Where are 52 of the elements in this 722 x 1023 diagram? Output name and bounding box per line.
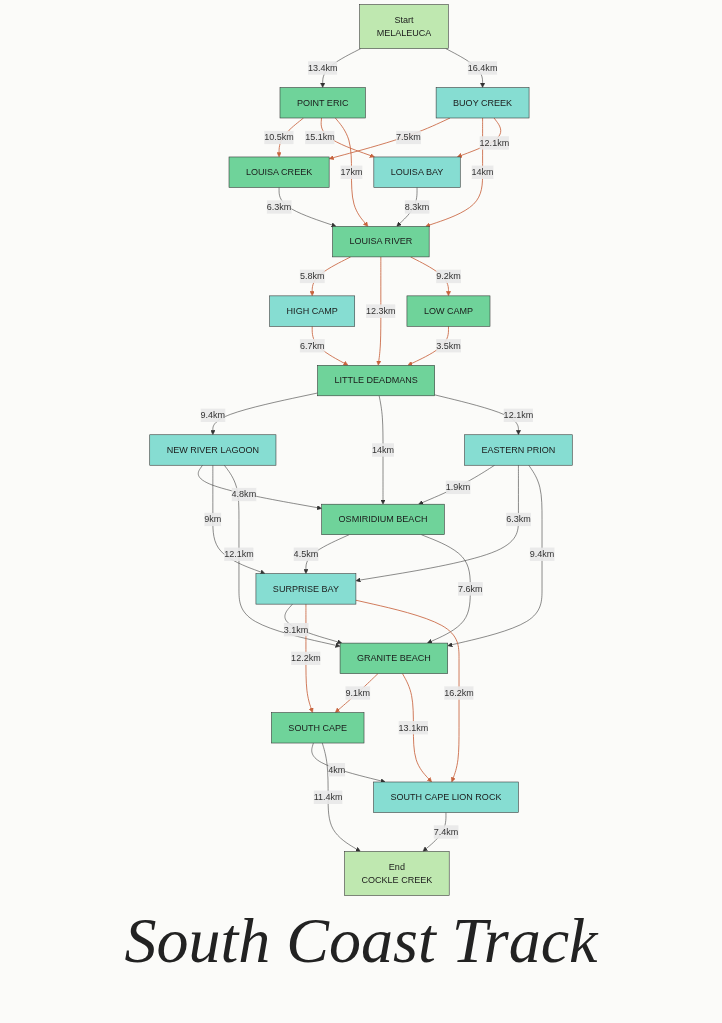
node-box: LITTLE DEADMANS: [317, 365, 435, 397]
edge-label: 11.4km: [313, 792, 343, 802]
edge-label: 1.9km: [445, 482, 471, 492]
edge-label: 6.3km: [506, 514, 531, 524]
edge-label: 7.6km: [458, 583, 483, 594]
edge-label: 6.7km: [299, 340, 325, 351]
node-box: POINT ERIC: [279, 87, 366, 119]
node-box: NEW RIVER LAGOON: [149, 434, 277, 466]
edge-label: 14km: [371, 444, 395, 455]
edge-label: 4km: [328, 764, 346, 775]
edge-label: 8.3km: [404, 201, 430, 212]
edge-label: 4.5km: [293, 549, 319, 559]
edge-label: 3.5km: [436, 340, 461, 351]
edge-label: 17km: [340, 167, 363, 177]
edge-label: 15.1km: [305, 132, 335, 142]
node-box: LOW CAMP: [406, 295, 491, 327]
node-box: SOUTH CAPE LION ROCK: [373, 781, 519, 813]
edge-label: 7.5km: [396, 132, 421, 142]
edge-label: 16.4km: [467, 62, 498, 73]
edge-label: 4.8km: [231, 489, 257, 500]
edge-label: 5.8km: [299, 271, 325, 281]
node-box: SURPRISE BAY: [255, 573, 357, 605]
node-box: HIGH CAMP: [269, 295, 355, 327]
edge-label: 3.1km: [283, 624, 309, 635]
node-box: End COCKLE CREEK: [344, 851, 450, 896]
node-box: BUOY CREEK: [435, 87, 530, 119]
edge-label: 6.3km: [266, 201, 292, 212]
edge-label: 9.1km: [345, 687, 370, 698]
edge-label: 9km: [204, 514, 222, 524]
edge-label: 14km: [471, 167, 494, 177]
edge-label: 12.1km: [224, 549, 254, 559]
edge-label: 13.1km: [398, 722, 429, 733]
edge-label: 12.1km: [479, 137, 510, 148]
node-box: OSMIRIDIUM BEACH: [321, 503, 445, 535]
edge-label: 7.4km: [433, 826, 459, 837]
title: South Coast Track: [124, 904, 598, 978]
node-box: SOUTH CAPE: [271, 712, 365, 744]
edge-label: 12.2km: [291, 653, 321, 663]
edge-label: 12.3km: [366, 306, 396, 316]
node-box: GRANITE BEACH: [339, 642, 448, 674]
edge-label: 9.4km: [529, 549, 555, 559]
edge-label: 9.4km: [200, 410, 226, 420]
edge-label: 16.2km: [444, 687, 474, 698]
node-box: LOUISA BAY: [373, 156, 461, 188]
edge-label: 12.1km: [503, 410, 534, 420]
edge-label: 13.4km: [307, 62, 338, 73]
edge-label: 10.5km: [264, 132, 294, 142]
edge-label: 9.2km: [436, 271, 461, 281]
node-box: Start MELALEUCA: [359, 4, 449, 49]
node-box: LOUISA CREEK: [228, 156, 330, 188]
node-box: EASTERN PRION: [464, 434, 573, 466]
node-box: LOUISA RIVER: [332, 226, 430, 258]
